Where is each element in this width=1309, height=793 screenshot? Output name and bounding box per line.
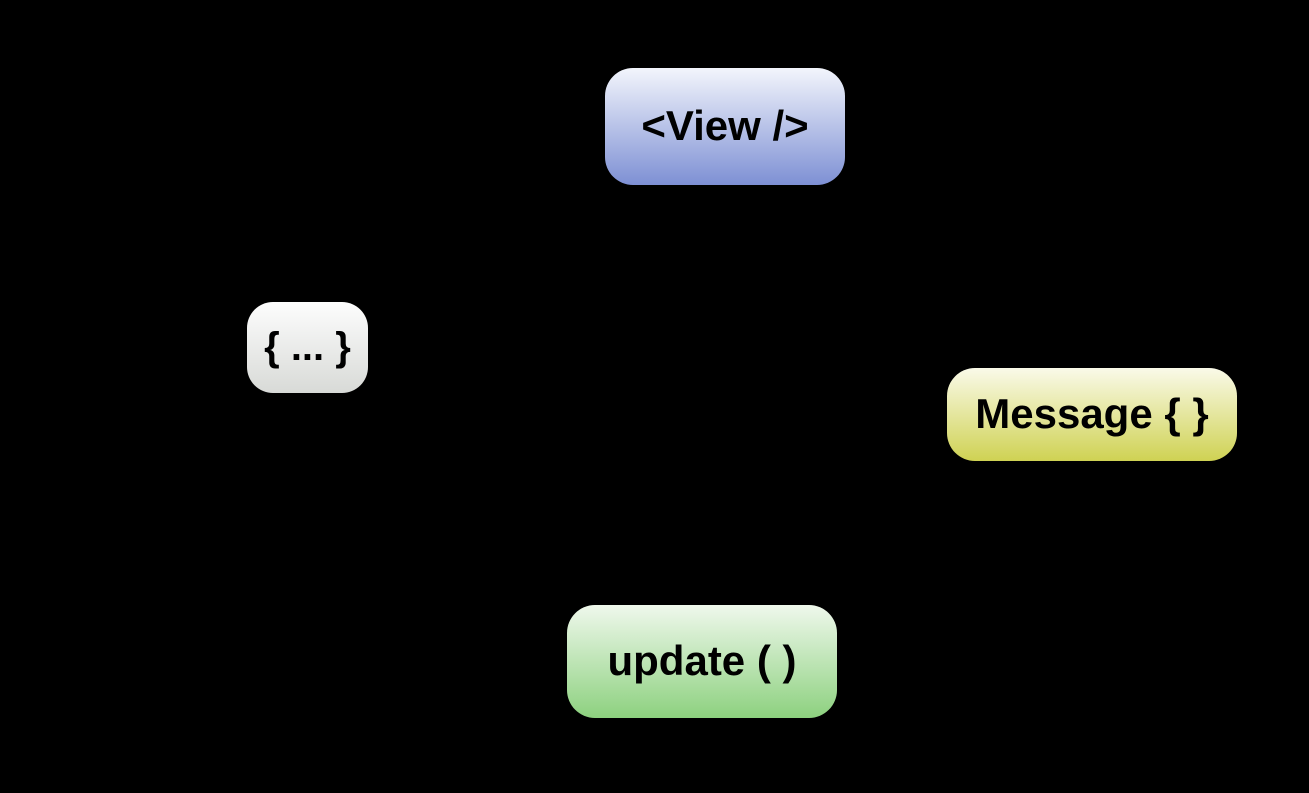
model-node: { ... }: [247, 302, 368, 393]
model-node-label: { ... }: [264, 324, 351, 369]
message-node-label: Message { }: [975, 389, 1209, 437]
view-node-label: <View />: [641, 101, 809, 149]
update-node: update ( ): [567, 605, 837, 718]
view-node: <View />: [605, 68, 845, 185]
update-node-label: update ( ): [607, 636, 797, 684]
message-node: Message { }: [947, 368, 1237, 461]
